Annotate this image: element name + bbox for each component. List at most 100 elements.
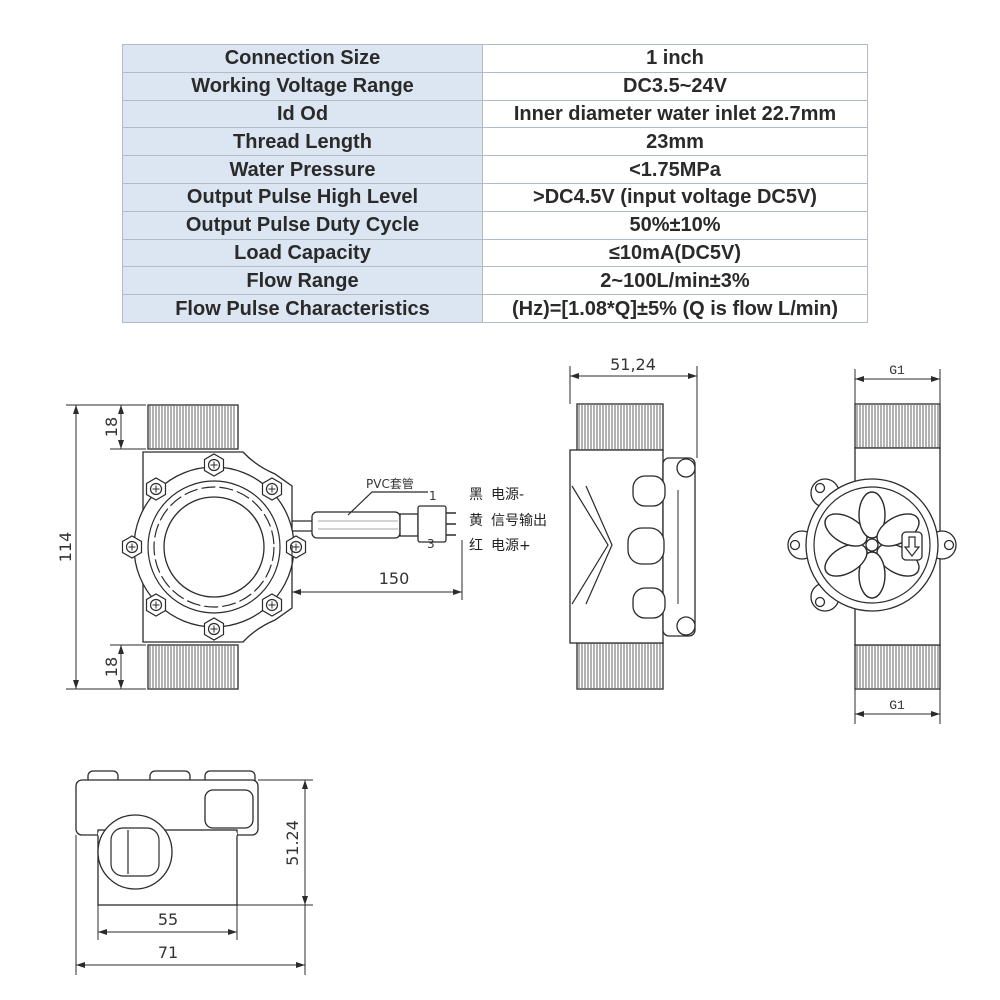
spec-value: 1 inch [482,44,868,73]
inner-width-dim-arrow [98,929,107,935]
wire-black-function: 电源- [491,487,524,503]
bottom-view: 51.24 55 71 [75,770,302,962]
end-top-thread [854,403,941,449]
front-height-dim-arrow [73,405,79,414]
spec-label: Output Pulse Duty Cycle [122,210,483,240]
impeller-blade [858,551,886,599]
end-view: G1 G1 [787,363,957,713]
mounting-hole [943,539,955,551]
impeller-cover-inner [813,486,931,604]
spec-value: 2~100L/min±3% [482,266,868,296]
bottom-height-label: 51.24 [283,820,302,866]
front-bore [163,496,265,598]
side-top-thread [576,403,664,451]
arrow-icon-frame [901,531,923,561]
spec-value: DC3.5~24V [482,71,868,101]
pin-3-label: 3 [427,537,435,551]
arrow-icon-glyph [903,536,921,557]
impeller-blade [824,513,868,547]
spec-label: Flow Pulse Characteristics [122,294,483,323]
pvc-sleeve [311,511,401,539]
side-view: 51,24 [569,355,696,690]
spec-value: >DC4.5V (input voltage DC5V) [482,182,868,212]
front-top-thread [147,404,239,450]
bottom-height-dim-arrow [302,780,308,789]
cable-sleeve-label: PVC套管 [366,476,414,491]
bottom-height-dim-arrow [302,896,308,905]
wire-yellow-color: 黄 [469,512,483,529]
spec-value: Inner diameter water inlet 22.7mm [482,99,868,129]
spec-value: (Hz)=[1.08*Q]±5% (Q is flow L/min) [482,294,868,323]
spec-value: 50%±10% [482,210,868,240]
side-screw-boss [627,527,665,565]
bottom-lug [204,789,254,829]
front-bottom-thread-label: 18 [102,657,121,677]
cable-length-label: 150 [379,569,410,588]
spec-value: ≤10mA(DC5V) [482,238,868,268]
thread-top-label: G1 [889,363,905,378]
connector-housing [399,513,419,537]
total-width-label: 71 [158,943,178,962]
side-body-contour [585,485,613,605]
side-housing-lug [676,458,696,478]
bolt-ring [121,453,307,641]
spec-row: Output Pulse High Level>DC4.5V (input vo… [122,182,868,212]
thread-bottom-dim-arrow [855,711,864,717]
spec-row: Load Capacity≤10mA(DC5V) [122,238,868,268]
thread-top-dim-arrow [931,376,940,382]
thread-bottom-label: G1 [889,698,905,713]
spec-value: 23mm [482,127,868,157]
thread-top-dim-arrow [855,376,864,382]
front-bottom-thread-dim-arrow [118,645,124,654]
spec-row: Flow Pulse Characteristics(Hz)=[1.08*Q]±… [122,294,868,323]
wire-red-function: 电源+ [491,538,531,554]
wire-black-color: 黑 [469,487,483,503]
side-screw-boss [632,475,666,507]
front-flange-inner [153,486,275,608]
spec-label: Water Pressure [122,155,483,184]
side-width-label: 51,24 [610,355,656,374]
spec-label: Flow Range [122,266,483,296]
dimension-and-detail-lines [66,366,941,975]
front-bottom-thread [147,644,239,690]
total-width-dim-arrow [296,962,305,968]
mounting-hole [814,482,826,494]
bottom-pipe-opening [97,814,173,890]
pin-1-label: 1 [429,489,437,503]
impeller-blade [858,491,886,539]
front-top-thread-dim-arrow [118,405,124,414]
mounting-hole [814,596,826,608]
inner-width-dim-arrow [228,929,237,935]
cable-length-dim-arrow [453,589,462,595]
spec-label: Thread Length [122,127,483,157]
end-bottom-thread [854,644,941,690]
spec-value: <1.75MPa [482,155,868,184]
side-width-dim-arrow [570,373,579,379]
inner-width-label: 55 [158,910,178,929]
cable-length-dim-arrow [292,589,301,595]
front-bottom-thread-dim-arrow [118,680,124,689]
front-top-thread-dim-arrow [118,440,124,449]
sleeve-leader-line [347,491,428,516]
side-screw-boss [632,587,666,619]
front-flange-ring [147,480,281,614]
wire-red-color: 红 [469,538,483,554]
front-height-label: 114 [56,532,75,563]
side-body-contour [571,485,609,605]
front-view: PVC套管 1 3 黑 电源- 黄 信号输出 红 电源+ 114 18 18 1… [56,404,547,690]
spec-label: Connection Size [122,44,483,73]
front-height-dim-arrow [73,680,79,689]
side-bottom-thread [576,642,664,690]
side-width-dim-arrow [688,373,697,379]
spec-label: Id Od [122,99,483,129]
flow-direction-arrow-icon [901,531,923,561]
wire-yellow-function: 信号输出 [491,513,547,529]
spec-label: Output Pulse High Level [122,182,483,212]
